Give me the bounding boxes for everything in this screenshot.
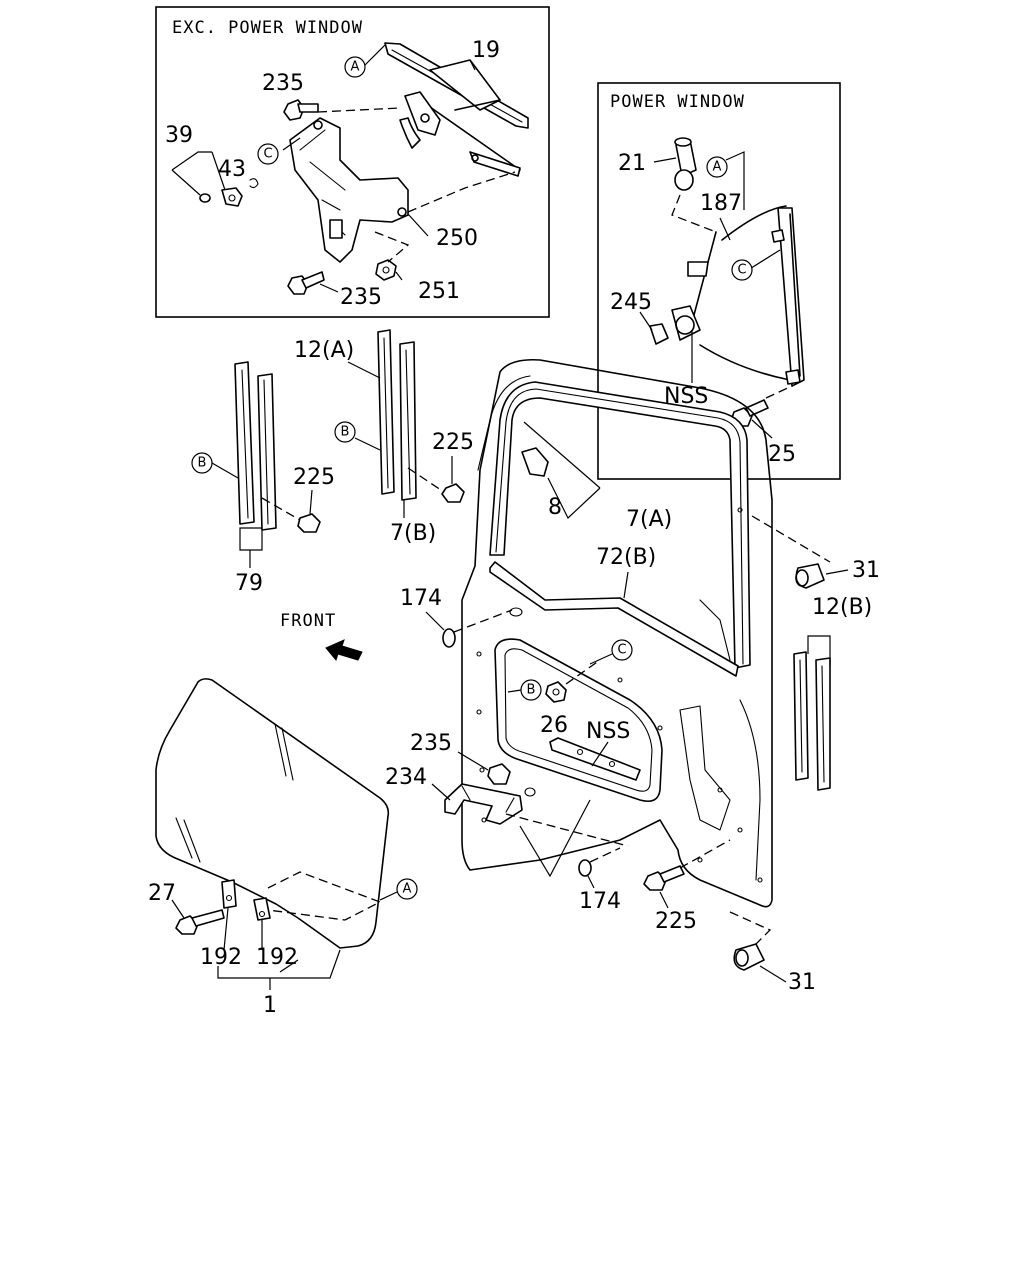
window-regulator-manual bbox=[384, 42, 529, 177]
exc-power-window-panel: EXC. POWER WINDOW bbox=[155, 6, 550, 318]
bolt-225-left bbox=[261, 489, 321, 533]
front-label: FRONT bbox=[280, 611, 336, 631]
power-window-title: POWER WINDOW bbox=[610, 92, 745, 112]
label-187: 187 bbox=[700, 191, 742, 216]
ref-marker-c-door-text: C bbox=[617, 643, 626, 658]
nut-251 bbox=[375, 259, 397, 281]
label-19: 19 bbox=[472, 38, 500, 63]
bolt-235-upper bbox=[283, 99, 319, 121]
label-7b: 7(B) bbox=[390, 521, 436, 546]
front-arrow-icon bbox=[325, 639, 363, 662]
ref-marker-b-left-text: B bbox=[198, 456, 207, 471]
bumper-31-lower bbox=[729, 911, 772, 971]
label-nss-door: NSS bbox=[586, 719, 630, 744]
label-79: 79 bbox=[235, 571, 263, 596]
glass-bracket-192-right bbox=[253, 897, 271, 921]
ref-marker-a-glass bbox=[396, 878, 418, 900]
clip-43 bbox=[249, 178, 259, 189]
bolt-27 bbox=[175, 909, 225, 935]
label-12a: 12(A) bbox=[294, 338, 354, 363]
glass-run-channel-12b bbox=[793, 635, 831, 791]
ref-marker-c-door bbox=[611, 639, 633, 661]
window-regulator-power bbox=[671, 205, 805, 387]
glass-run-channel-79 bbox=[234, 361, 277, 568]
ref-marker-a-power bbox=[706, 156, 728, 178]
bumper-31-upper bbox=[751, 515, 831, 589]
label-251: 251 bbox=[418, 279, 460, 304]
ref-marker-b-door-text: B bbox=[527, 683, 536, 698]
label-225-mid: 225 bbox=[432, 430, 474, 455]
ref-marker-b-mid-text: B bbox=[341, 425, 350, 440]
exc-power-window-box bbox=[155, 6, 550, 318]
power-window-box bbox=[597, 82, 841, 480]
power-window-panel: POWER WINDOW bbox=[597, 82, 841, 480]
label-250: 250 bbox=[436, 226, 478, 251]
label-225-left: 225 bbox=[293, 465, 335, 490]
label-72b: 72(B) bbox=[596, 545, 656, 570]
label-12b: 12(B) bbox=[812, 595, 872, 620]
bracket-234 bbox=[444, 783, 523, 825]
label-26: 26 bbox=[540, 713, 568, 738]
plug-174-upper bbox=[442, 609, 513, 648]
label-235-door: 235 bbox=[410, 731, 452, 756]
ref-marker-a-power-text: A bbox=[713, 160, 722, 175]
cable-guide-245 bbox=[649, 323, 669, 345]
label-235-upper: 235 bbox=[262, 71, 304, 96]
label-43: 43 bbox=[218, 157, 246, 182]
ref-marker-c-manual bbox=[257, 143, 279, 165]
front-indicator: FRONT bbox=[280, 611, 363, 662]
ref-marker-b-mid bbox=[334, 421, 356, 443]
glass-bracket-192-left bbox=[221, 879, 237, 909]
label-234: 234 bbox=[385, 765, 427, 790]
label-192-right: 192 bbox=[256, 945, 298, 970]
exc-power-window-title: EXC. POWER WINDOW bbox=[172, 18, 363, 38]
bolt-235-door bbox=[457, 751, 511, 785]
ref-marker-a-text: A bbox=[351, 60, 360, 75]
label-21: 21 bbox=[618, 151, 646, 176]
ref-marker-a-manual bbox=[344, 56, 366, 78]
label-7a: 7(A) bbox=[626, 507, 672, 532]
bolt-225-mid bbox=[407, 456, 465, 503]
label-174-upper: 174 bbox=[400, 586, 442, 611]
ref-marker-c-power-text: C bbox=[737, 263, 746, 278]
label-8: 8 bbox=[548, 495, 562, 520]
plug-174-lower bbox=[578, 847, 621, 877]
ref-marker-c-text: C bbox=[263, 147, 272, 162]
label-235-lower: 235 bbox=[340, 285, 382, 310]
label-27: 27 bbox=[148, 881, 176, 906]
label-192-left: 192 bbox=[200, 945, 242, 970]
ref-marker-c-power bbox=[731, 259, 753, 281]
label-25: 25 bbox=[768, 442, 796, 467]
label-1: 1 bbox=[263, 993, 277, 1018]
handle-39 bbox=[199, 187, 243, 207]
label-174-lower: 174 bbox=[579, 889, 621, 914]
ref-marker-a-glass-text: A bbox=[403, 882, 412, 897]
bolt-225-lower bbox=[643, 839, 731, 891]
label-39: 39 bbox=[165, 123, 193, 148]
glass-run-channel-12a bbox=[377, 329, 417, 501]
door-glass bbox=[155, 678, 390, 949]
nut-26 bbox=[545, 659, 601, 703]
label-225-lower: 225 bbox=[655, 909, 697, 934]
door-panel bbox=[461, 358, 773, 908]
window-motor bbox=[674, 137, 697, 191]
clip-8 bbox=[521, 421, 601, 519]
label-31-lower: 31 bbox=[788, 970, 816, 995]
bolt-235-lower bbox=[287, 271, 325, 295]
regulator-backplate bbox=[289, 117, 409, 263]
label-31-upper: 31 bbox=[852, 558, 880, 583]
label-245: 245 bbox=[610, 290, 652, 315]
